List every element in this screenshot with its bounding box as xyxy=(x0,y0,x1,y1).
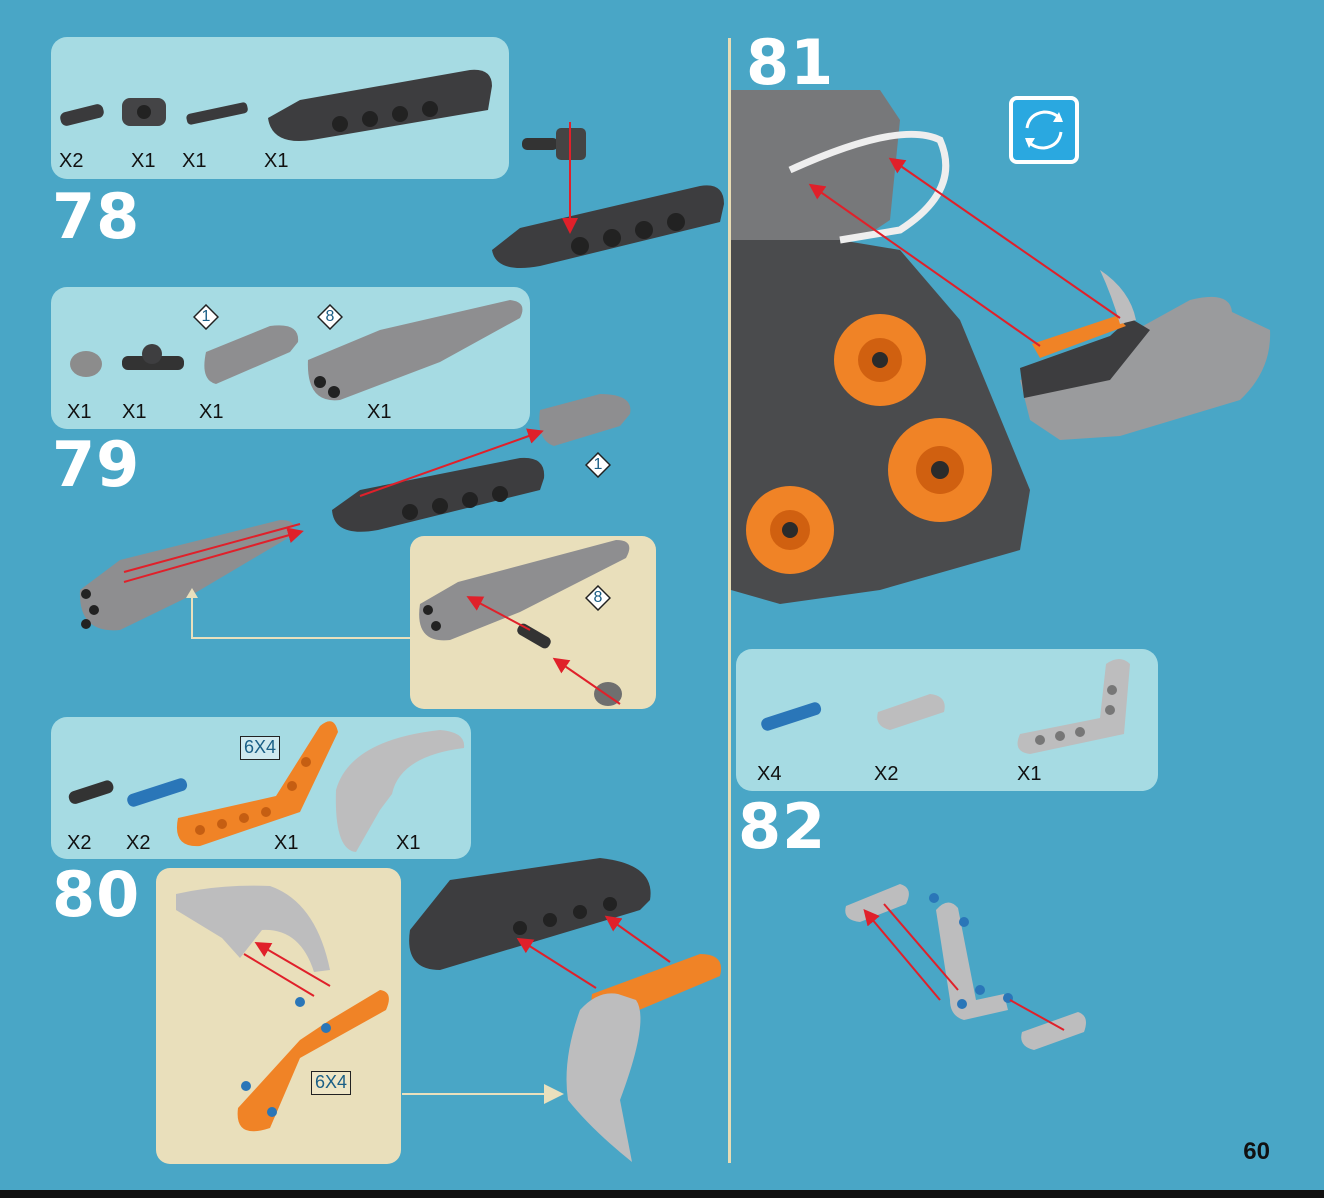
size-tag: 6X4 xyxy=(240,736,280,760)
part-beam-78 xyxy=(268,70,492,141)
assembly-78 xyxy=(492,122,724,268)
sub-assembly-marker: 8 xyxy=(317,304,343,330)
part-connector-82 xyxy=(877,694,945,730)
step-number-78: 78 xyxy=(52,186,140,248)
quantity-label: X1 xyxy=(122,402,146,422)
step-number-80: 80 xyxy=(52,864,140,926)
quantity-label: X1 xyxy=(274,833,298,853)
page-number: 60 xyxy=(1243,1138,1270,1166)
quantity-label: X2 xyxy=(126,833,150,853)
assembly-81-robot xyxy=(731,90,1270,604)
bottom-bar xyxy=(0,1190,1324,1198)
quantity-label: X2 xyxy=(59,151,83,171)
part-bush-79 xyxy=(70,351,102,377)
quantity-label: X4 xyxy=(757,764,781,784)
part-pin-78 xyxy=(59,103,105,127)
part-axle-78 xyxy=(186,102,249,126)
quantity-label: X2 xyxy=(67,833,91,853)
part-pin-blue-80 xyxy=(126,777,189,809)
sub-assembly-marker: 1 xyxy=(585,452,611,478)
assembly-82 xyxy=(845,884,1086,1050)
quantity-label: X1 xyxy=(367,402,391,422)
part-pin-blue-82 xyxy=(760,701,823,733)
quantity-label: X1 xyxy=(1017,764,1041,784)
step-number-79: 79 xyxy=(52,434,140,496)
part-lbeam-82 xyxy=(1018,659,1130,754)
size-tag: 6X4 xyxy=(311,1071,351,1095)
sub-assembly-79-art xyxy=(419,540,629,706)
part-connector-78 xyxy=(122,98,166,126)
quantity-label: X1 xyxy=(396,833,420,853)
sub-assembly-marker: 8 xyxy=(585,585,611,611)
assembly-79 xyxy=(80,394,631,638)
quantity-label: X1 xyxy=(264,151,288,171)
part-pin-black-80 xyxy=(67,779,115,806)
part-pin-79 xyxy=(122,344,184,370)
quantity-label: X1 xyxy=(67,402,91,422)
step-number-82: 82 xyxy=(738,796,826,858)
sub-assembly-marker: 1 xyxy=(193,304,219,330)
assembly-80 xyxy=(409,858,721,1162)
quantity-label: X1 xyxy=(182,151,206,171)
quantity-label: X1 xyxy=(199,402,223,422)
rotate-arrows-icon xyxy=(1009,96,1079,164)
part-liftarm-short-79 xyxy=(204,325,298,384)
quantity-label: X2 xyxy=(874,764,898,784)
quantity-label: X1 xyxy=(131,151,155,171)
step-number-81: 81 xyxy=(746,32,834,94)
